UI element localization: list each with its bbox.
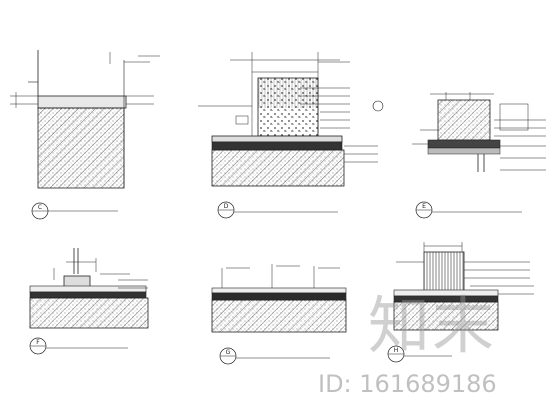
detail-d [198, 52, 384, 219]
watermark-id: ID: 161689186 [318, 370, 497, 398]
detail-e-number: E [422, 203, 426, 210]
detail-c-number: C [38, 204, 42, 211]
detail-c [10, 50, 160, 220]
detail-e [412, 92, 546, 219]
detail-g [211, 264, 347, 365]
detail-g-number: G [226, 349, 231, 356]
detail-h [387, 242, 534, 363]
detail-h-number: H [394, 347, 399, 354]
detail-f [29, 248, 149, 355]
detail-d-number: D [224, 203, 229, 210]
detail-f-number: F [36, 339, 40, 346]
watermark-logo: 知末 [368, 289, 497, 362]
